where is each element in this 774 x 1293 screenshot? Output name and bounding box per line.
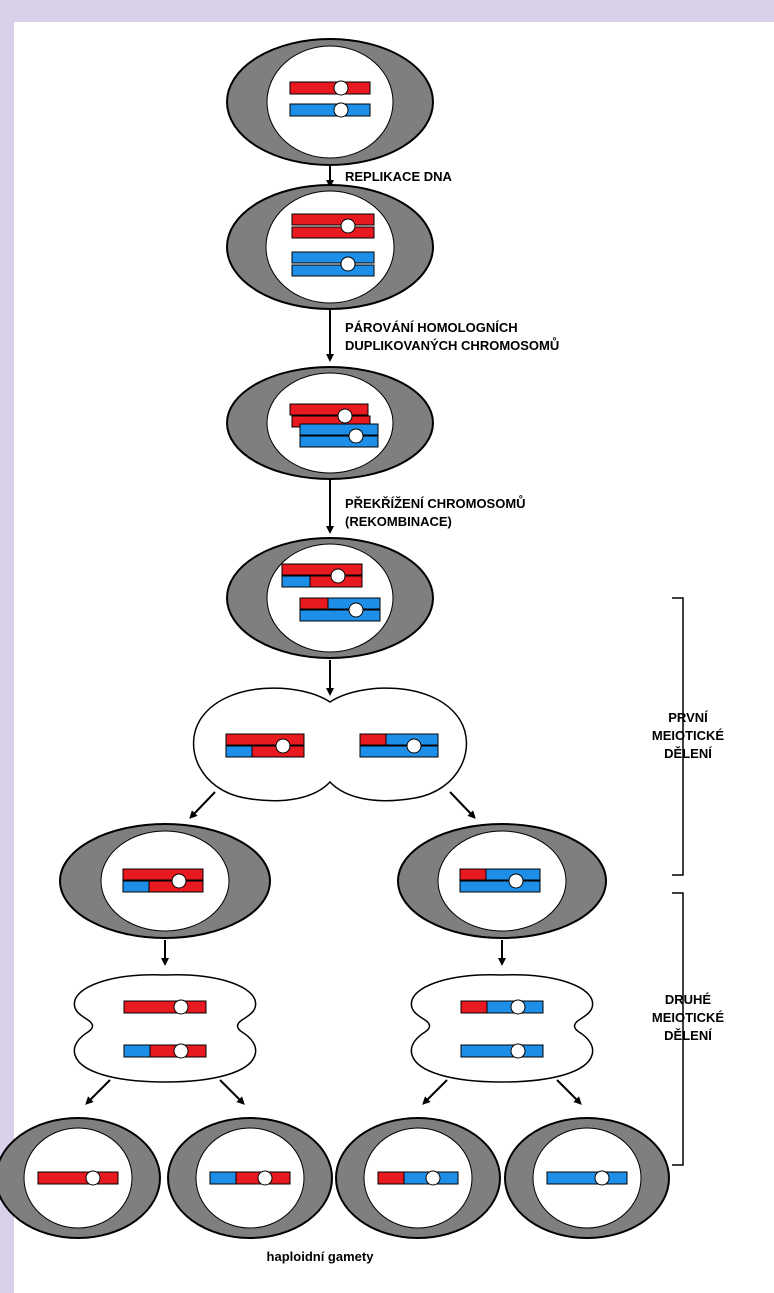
label-first-division-2: MEIOTICKÉ: [652, 728, 725, 743]
arrow-gamete-3: [422, 1079, 448, 1105]
chromatid-pair-paternal: [291, 251, 375, 277]
cell-dividing-1: [192, 687, 468, 802]
gamete-3: [335, 1117, 501, 1239]
arrow-gamete-1: [85, 1079, 111, 1105]
arrow-to-left-daughter: [189, 791, 216, 819]
cell-replicated: [226, 184, 434, 310]
label-pairing-1: PÁROVÁNÍ HOMOLOGNÍCH: [345, 320, 518, 335]
recombined-pair-upper: [281, 563, 363, 588]
division1-right-chromosome: [359, 733, 439, 758]
bracket-second-division: [672, 892, 684, 1166]
gamete-2: [167, 1117, 333, 1239]
cell-initial: [226, 38, 434, 166]
chromosome-paternal: [289, 102, 371, 118]
label-first-division-3: DĚLENÍ: [664, 746, 712, 761]
chromosome-maternal: [289, 80, 371, 96]
label-replication: REPLIKACE DNA: [345, 169, 453, 184]
bracket-first-division: [672, 597, 684, 876]
label-first-division-1: PRVNÍ: [668, 710, 708, 725]
gamete-4: [504, 1117, 670, 1239]
label-second-division-3: DĚLENÍ: [664, 1028, 712, 1043]
arrow-to-right-daughter: [449, 791, 476, 819]
label-second-division-2: MEIOTICKÉ: [652, 1010, 725, 1025]
arrow-gamete-4: [556, 1079, 582, 1105]
cell-paired: [226, 366, 434, 480]
recombined-pair-lower: [299, 597, 381, 622]
cell-recombined: [226, 537, 434, 659]
cell-daughter-left: [59, 823, 271, 939]
cell-dividing-2-right: [410, 974, 594, 1083]
chromatid-pair-maternal: [291, 213, 375, 239]
bivalent: [289, 403, 379, 448]
arrow-gamete-2: [219, 1079, 245, 1105]
cell-daughter-right: [397, 823, 607, 939]
gamete-1: [0, 1117, 161, 1239]
division1-left-chromosome: [225, 733, 305, 758]
label-crossover-1: PŘEKŘÍŽENÍ CHROMOSOMŮ: [345, 495, 526, 511]
cell-dividing-2-left: [73, 974, 257, 1083]
label-crossover-2: (REKOMBINACE): [345, 514, 452, 529]
caption-haploid-gametes: haploidní gamety: [267, 1249, 375, 1264]
label-second-division-1: DRUHÉ: [665, 992, 712, 1007]
label-pairing-2: DUPLIKOVANÝCH CHROMOSOMŮ: [345, 337, 559, 353]
